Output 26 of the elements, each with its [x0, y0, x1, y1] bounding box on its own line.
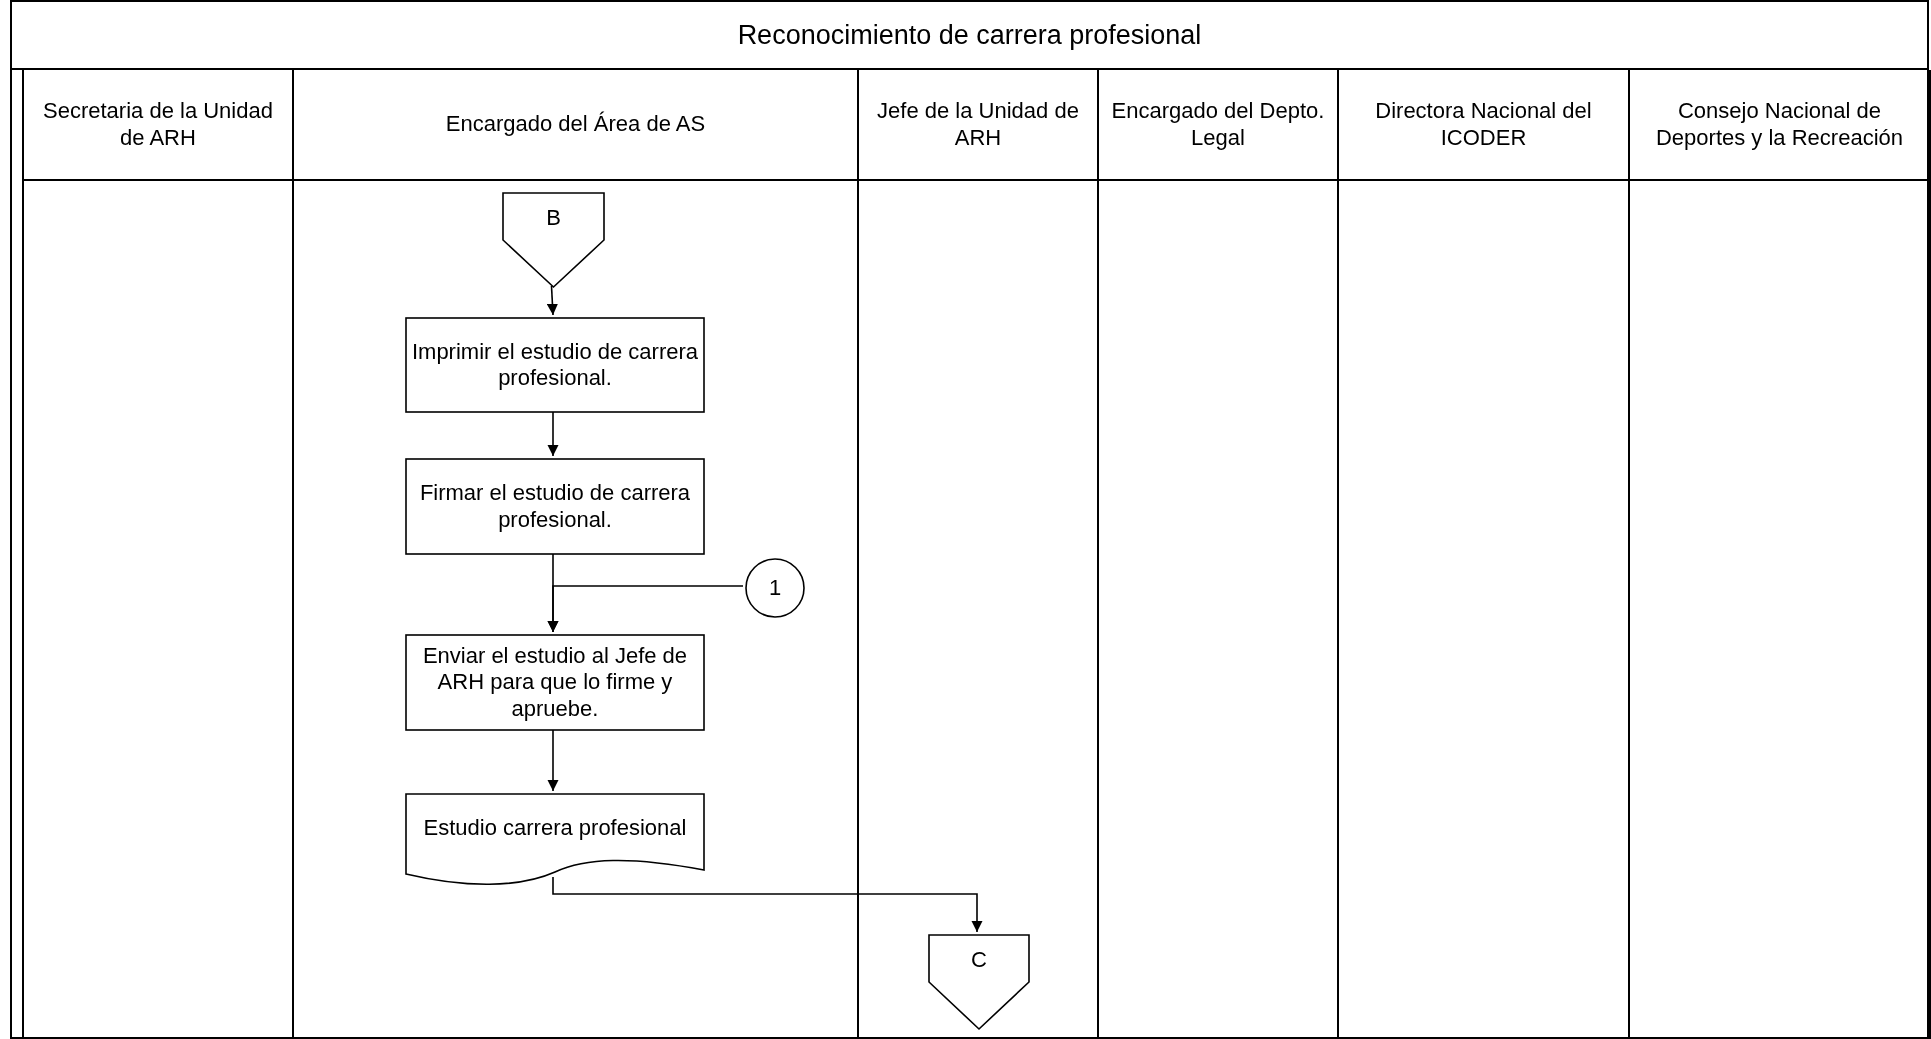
swimlane [1099, 70, 1339, 1039]
swimlane [24, 70, 294, 1039]
swimlane [1630, 70, 1931, 1039]
lane-header: Consejo Nacional de Deportes y la Recreación [1630, 70, 1929, 181]
swimlane [1339, 70, 1630, 1039]
process-box: Enviar el estudio al Jefe de ARH para que lo firme y apruebe. [405, 634, 705, 731]
arrow [547, 410, 559, 457]
arrow [552, 876, 983, 933]
pool [10, 0, 1929, 1039]
off-page-connector: B [502, 192, 605, 288]
lane-header: Secretaria de la Unidad de ARH [24, 70, 292, 181]
process-box: Firmar el estudio de carrera profesional. [405, 458, 705, 555]
lane-header: Directora Nacional del ICODER [1339, 70, 1628, 181]
off-page-connector: C [928, 934, 1030, 1030]
process-box: Imprimir el estudio de carrera profesional. [405, 317, 705, 413]
arrow [547, 585, 744, 633]
swimlane [294, 70, 859, 1039]
arrow [546, 285, 558, 316]
document-shape: Estudio carrera profesional [405, 793, 705, 886]
lane-header: Encargado del Área de AS [294, 70, 857, 181]
connector-circle: 1 [745, 558, 805, 618]
lane-header: Encargado del Depto. Legal [1099, 70, 1337, 181]
lane-header: Jefe de la Unidad de ARH [859, 70, 1097, 181]
swimlane [859, 70, 1099, 1039]
arrow [547, 728, 559, 792]
pool-title: Reconocimiento de carrera profesional [12, 2, 1927, 70]
